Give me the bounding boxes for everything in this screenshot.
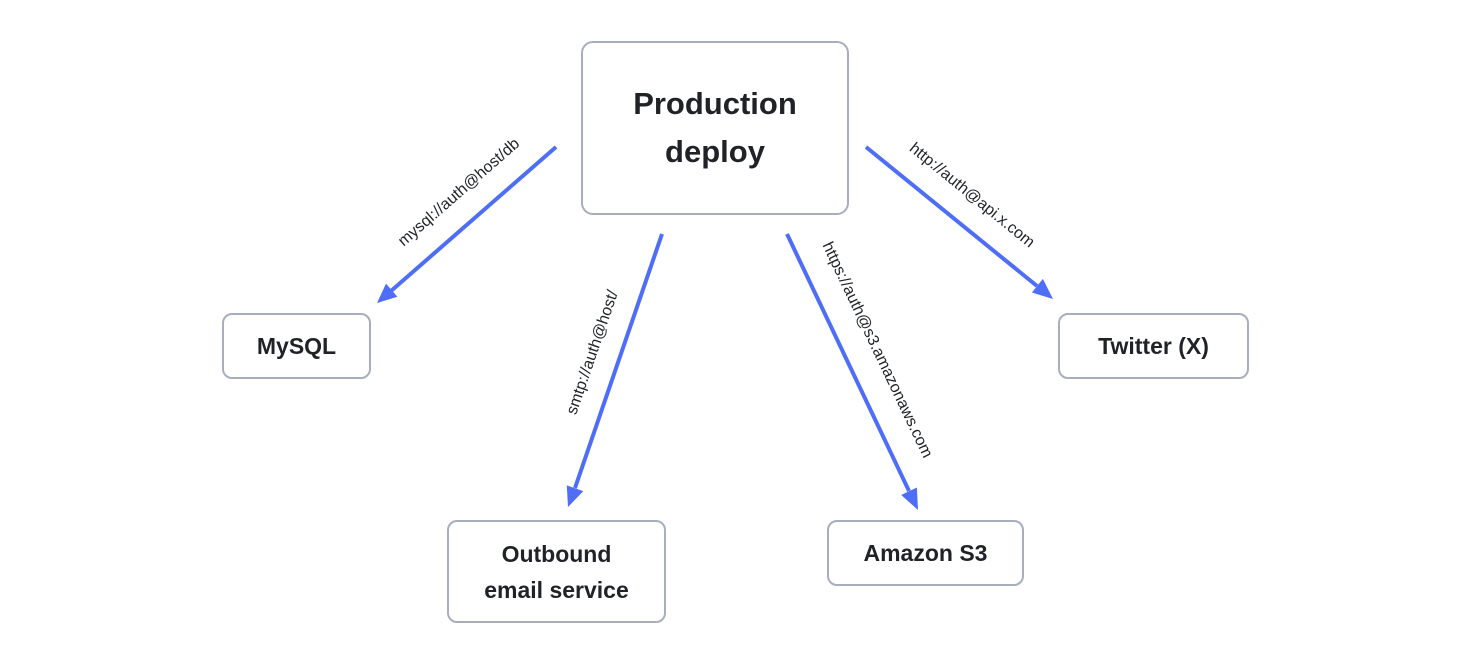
edge-s3-line [785,233,911,492]
node-twitter-x[interactable]: Twitter (X) [1058,313,1249,379]
edge-email-arrowhead [566,485,584,507]
node-production-deploy[interactable]: Production deploy [581,41,849,215]
node-outbound-email-service-label: Outbound email service [484,540,629,603]
edge-s3-arrowhead [901,487,918,510]
node-mysql[interactable]: MySQL [222,313,371,379]
edge-twitter: http://auth@api.x.com [864,140,1053,299]
edge-mysql-arrowhead [377,283,398,303]
node-twitter-x-label: Twitter (X) [1098,333,1209,359]
node-amazon-s3-label: Amazon S3 [863,540,988,566]
edge-s3: https://auth@s3.amazonaws.com [785,233,936,510]
edge-twitter-arrowhead [1031,278,1053,299]
edge-email-label: smtp://auth@host/ [564,288,622,417]
edge-email: smtp://auth@host/ [564,233,664,507]
node-outbound-email-service[interactable]: Outbound email service [447,520,666,623]
edge-mysql-line [389,145,558,293]
node-mysql-label: MySQL [256,333,337,359]
node-production-deploy-label: Production deploy [633,86,797,169]
node-amazon-s3[interactable]: Amazon S3 [827,520,1024,586]
edge-email-line [573,233,664,489]
edge-mysql: mysql://auth@host/db [377,135,558,303]
edge-twitter-line [864,145,1039,288]
